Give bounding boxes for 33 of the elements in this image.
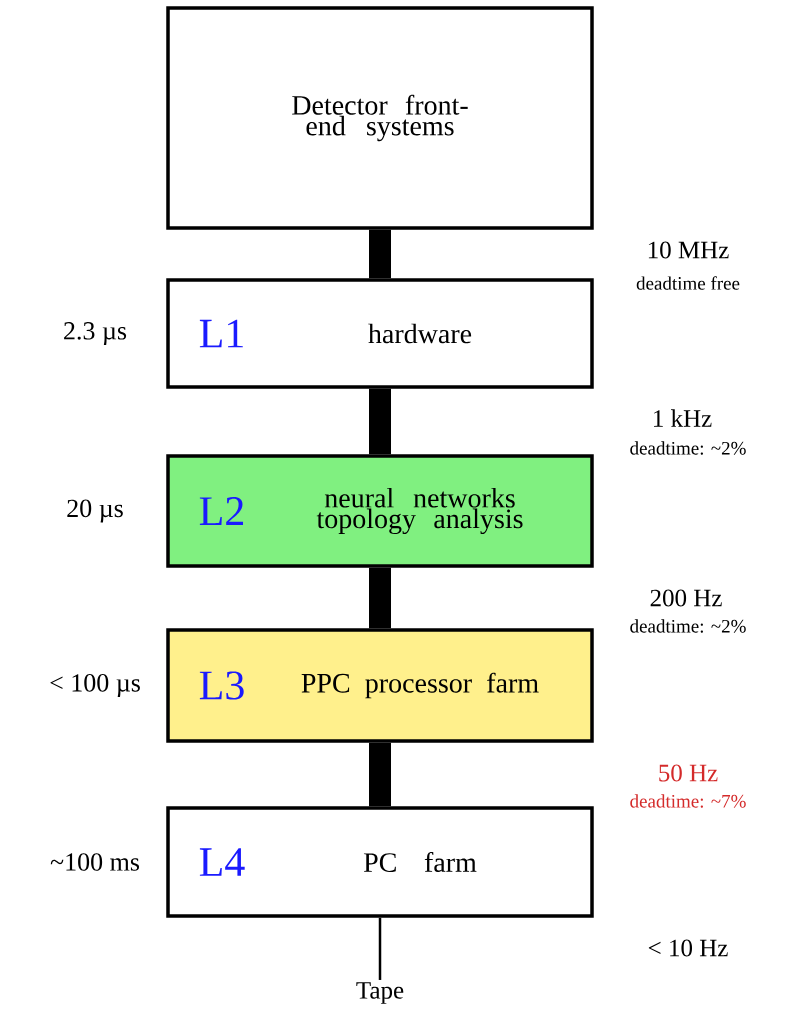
timing-label: < 100 µs: [50, 674, 140, 697]
box-text: Detector front-end systems: [292, 94, 468, 142]
level-box: [166, 628, 594, 743]
level-label: L1: [199, 319, 243, 348]
timing-label: 2.3 µs: [64, 322, 127, 345]
level-box: [166, 806, 594, 918]
timing-label: 20 µs: [67, 499, 123, 523]
level-label: L4: [199, 848, 245, 876]
connector: [369, 742, 391, 807]
level-box: [166, 278, 594, 389]
box-text: hardware: [368, 323, 472, 344]
rate-label: 10 MHz: [648, 241, 729, 259]
timing-label: ~100 ms: [50, 853, 139, 871]
level-label: L3: [199, 671, 244, 700]
level-label: L2: [199, 497, 243, 525]
deadtime-label: deadtime: ~2%: [630, 619, 746, 633]
deadtime-label: deadtime free: [636, 276, 740, 290]
rate-label: 50 Hz: [659, 764, 718, 782]
box-text: PPC processor farm: [301, 672, 539, 699]
output-label: Tape: [356, 982, 404, 1004]
connector: [378, 917, 382, 980]
box-text: PC farm: [363, 852, 477, 872]
deadtime-label: deadtime: ~7%: [630, 794, 746, 808]
rate-label: 200 Hz: [650, 589, 722, 607]
box-text: neural networks topology analysis: [316, 487, 523, 535]
connector: [369, 229, 391, 279]
connector: [369, 388, 391, 455]
level-box: [166, 454, 594, 568]
connector: [369, 567, 391, 629]
rate-label: 1 kHz: [654, 409, 712, 427]
deadtime-label: deadtime: ~2%: [630, 441, 746, 455]
rate-label: < 10 Hz: [648, 939, 728, 957]
level-box: [166, 6, 594, 230]
